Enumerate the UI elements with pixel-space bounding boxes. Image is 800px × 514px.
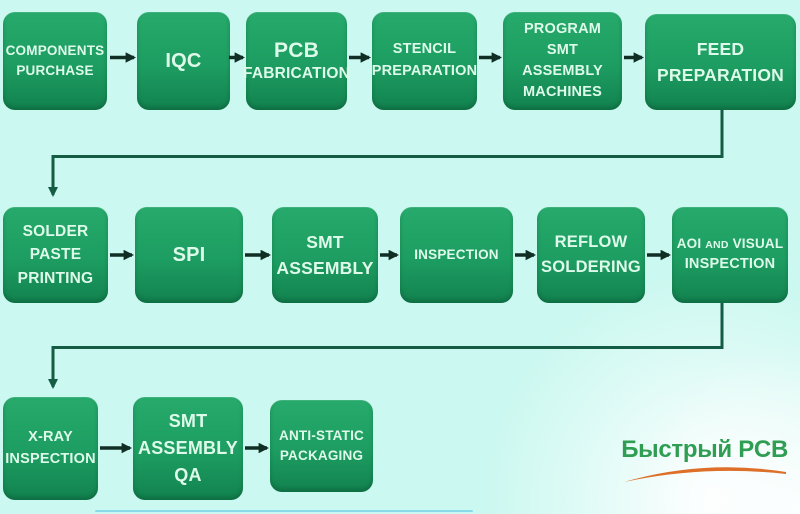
- flow-step-label: SMT: [306, 231, 344, 252]
- flow-step-label: SMT: [546, 41, 579, 58]
- flow-step-label: AOI AND VISUAL: [677, 234, 784, 254]
- flow-step-label: INSPECTION: [5, 450, 96, 467]
- flow-step-x-ray-inspection: X-RAY INSPECTION: [3, 397, 98, 500]
- flow-step-label: QA: [174, 465, 202, 485]
- flow-step-label: IQC: [165, 50, 202, 72]
- flow-step-reflow-soldering: REFLOW SOLDERING: [537, 207, 645, 303]
- flow-step-label: PREPARATION: [657, 65, 784, 85]
- bottom-divider-line: [95, 510, 473, 512]
- flow-step-solder-paste-printing: SOLDER PASTE PRINTING: [3, 207, 108, 303]
- flow-step-aoi-and-visual-inspection: AOI AND VISUAL INSPECTION: [672, 207, 788, 303]
- flow-step-label: INSPECTION: [684, 256, 776, 273]
- flow-step-pcb-fabrication: PCB FABRICATION: [243, 12, 350, 110]
- flow-step-components-purchase: COMPONENTS PURCHASE: [3, 12, 107, 110]
- flow-step-label: REFLOW: [554, 233, 628, 252]
- flow-step-label: SOLDERING: [541, 258, 641, 276]
- flow-step-label: INSPECTION: [414, 246, 499, 262]
- flow-step-label: PURCHASE: [16, 63, 94, 78]
- flow-step-label: ASSEMBLY: [138, 438, 238, 458]
- flow-step-label: COMPONENTS: [5, 42, 105, 58]
- flow-step-label-part: AND: [705, 239, 729, 251]
- brand-logo-text: Быстрый PCB: [621, 436, 788, 463]
- flow-step-feed-preparation: FEED PREPARATION: [645, 14, 796, 110]
- flow-step-label: PASTE: [29, 246, 82, 264]
- brand-logo-swoosh-icon: [624, 467, 786, 482]
- flow-step-label-part: VISUAL: [732, 236, 784, 251]
- flow-step-stencil-preparation: STENCIL PREPARATION: [372, 12, 477, 110]
- flow-step-label: ASSEMBLY: [276, 258, 374, 278]
- flow-step-smt-assembly: SMT ASSEMBLY: [272, 207, 378, 303]
- flow-step-label: PRINTING: [17, 269, 94, 287]
- flow-step-label: PACKAGING: [279, 448, 364, 463]
- flow-step-label: PROGRAM: [523, 20, 602, 37]
- flow-step-program-smt-assembly-machines: PROGRAM SMT ASSEMBLY MACHINES: [503, 12, 622, 110]
- flow-step-smt-assembly-qa: SMT ASSEMBLY QA: [133, 397, 243, 500]
- flow-step-iqc: IQC: [137, 12, 230, 110]
- flow-step-label: SOLDER: [22, 223, 89, 241]
- flow-step-spi: SPI: [135, 207, 243, 303]
- flow-step-label: STENCIL: [392, 41, 457, 58]
- connector-row1-to-row2: [47, 110, 724, 198]
- flow-step-anti-static-packaging: ANTI-STATIC PACKAGING: [270, 400, 373, 492]
- flow-step-label: FABRICATION: [243, 65, 350, 83]
- flow-step-label: MACHINES: [523, 84, 602, 101]
- flow-step-label: SMT: [168, 411, 208, 431]
- flow-step-inspection: INSPECTION: [400, 207, 513, 303]
- flow-step-label: SPI: [172, 244, 206, 266]
- connector-row2-to-row3: [47, 303, 724, 390]
- flow-step-label: ASSEMBLY: [522, 63, 603, 79]
- flow-step-label: FEED: [696, 38, 745, 59]
- flow-step-label: X-RAY: [28, 428, 73, 445]
- flow-step-label: ANTI-STATIC: [279, 427, 364, 443]
- flow-step-label: PCB: [274, 39, 319, 63]
- flow-step-label-part: AOI: [676, 236, 702, 251]
- flow-step-label: PREPARATION: [371, 63, 478, 79]
